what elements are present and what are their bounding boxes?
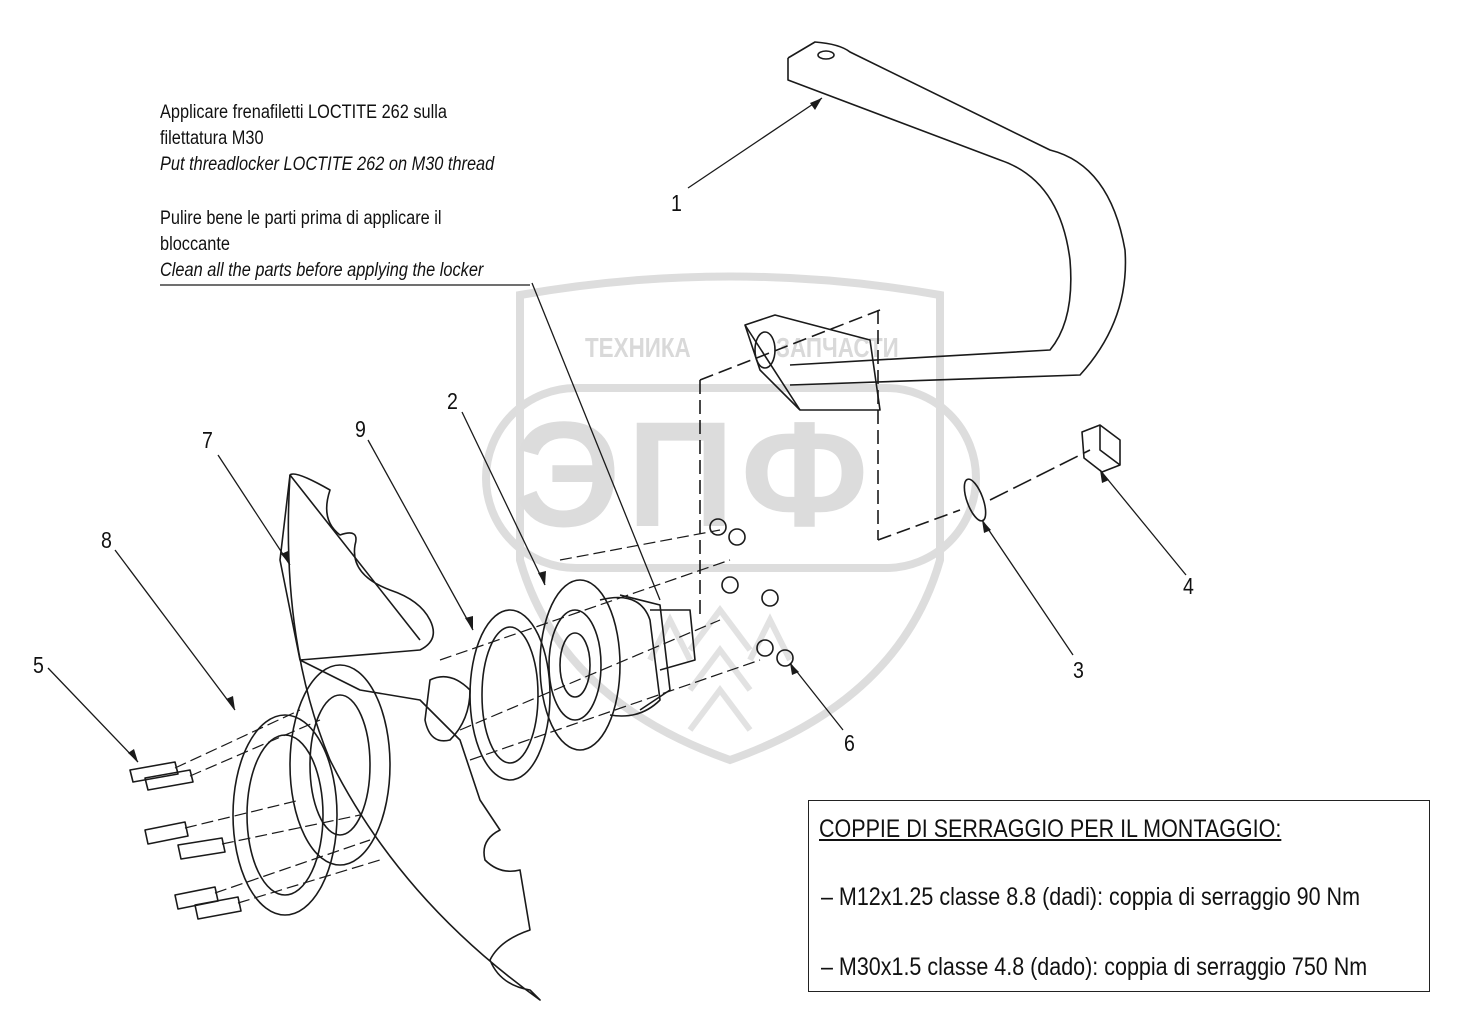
note-2-it-line2: bloccante (160, 234, 230, 255)
assembly-note-clean-parts: Pulire bene le parti prima di applicare … (160, 206, 483, 284)
part-6-nuts (709, 518, 794, 667)
torque-specification-box: COPPIE DI SERRAGGIO PER IL MONTAGGIO: – … (808, 800, 1430, 992)
note-2-en: Clean all the parts before applying the … (160, 260, 484, 281)
part-7-disc-blade (279, 473, 541, 1001)
torque-row-m30: – M30x1.5 classe 4.8 (dado): coppia di s… (821, 953, 1368, 981)
torque-title: COPPIE DI SERRAGGIO PER IL MONTAGGIO: (819, 815, 1282, 843)
part-5-bolts (129, 761, 242, 920)
note-1-en: Put threadlocker LOCTITE 262 on M30 thre… (160, 154, 495, 175)
assembly-note-threadlocker: Applicare frenafiletti LOCTITE 262 sulla… (160, 100, 494, 178)
callout-8: 8 (101, 527, 112, 553)
watermark-text-left: ТЕХНИКА (585, 332, 691, 363)
callout-5: 5 (33, 652, 44, 678)
callout-3: 3 (1073, 657, 1084, 683)
torque-row-m12: – M12x1.25 classe 8.8 (dadi): coppia di … (821, 883, 1360, 911)
callout-2: 2 (447, 388, 458, 414)
part-1-tine-arm (744, 41, 1127, 411)
part-8-flange (232, 714, 338, 916)
part-2-hub (539, 579, 696, 751)
watermark-logo-text: ЭПФ (514, 390, 875, 558)
callout-9: 9 (355, 416, 366, 442)
callout-7: 7 (202, 427, 213, 453)
note-2-it-line1: Pulire bene le parti prima di applicare … (160, 208, 442, 229)
part-9-plate (469, 609, 551, 781)
note-1-it-line1: Applicare frenafiletti LOCTITE 262 sulla (160, 102, 447, 123)
callout-1: 1 (671, 190, 682, 216)
callout-4: 4 (1183, 573, 1194, 599)
note-1-it-line2: filettatura M30 (160, 128, 264, 149)
callout-6: 6 (844, 730, 855, 756)
